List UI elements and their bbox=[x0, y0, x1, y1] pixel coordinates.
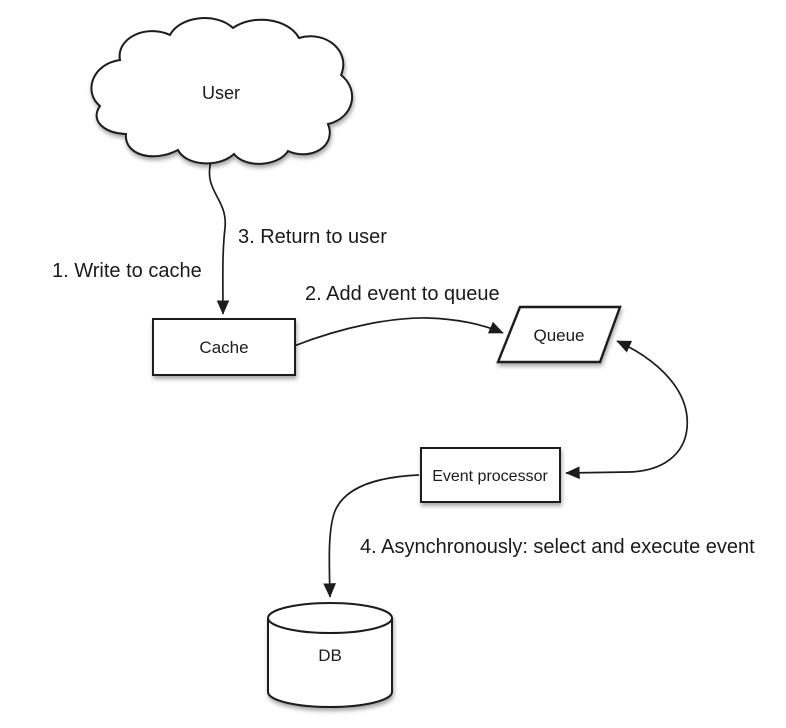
edge-queue-eventprocessor-bidirectional bbox=[565, 340, 689, 480]
queue-label: Queue bbox=[533, 326, 584, 345]
user-label: User bbox=[202, 83, 240, 103]
annotation-step4: 4. Asynchronously: select and execute ev… bbox=[360, 536, 755, 558]
node-queue: Queue bbox=[496, 305, 622, 364]
annotation-step1: 1. Write to cache bbox=[52, 260, 202, 282]
db-label: DB bbox=[318, 646, 342, 665]
cache-rect bbox=[152, 318, 296, 376]
cache-label: Cache bbox=[199, 338, 248, 357]
edge-eventprocessor-to-db bbox=[323, 474, 420, 598]
node-db: DB bbox=[267, 602, 393, 708]
annotation-step2: 2. Add event to queue bbox=[305, 283, 500, 305]
node-event-processor: Event processor bbox=[420, 447, 561, 503]
db-cylinder-top bbox=[267, 602, 393, 634]
db-cylinder-body bbox=[267, 618, 393, 708]
queue-parallelogram bbox=[496, 305, 622, 364]
cloud-shape bbox=[90, 17, 353, 165]
annotation-step3: 3. Return to user bbox=[238, 226, 387, 248]
edge-user-to-cache bbox=[208, 160, 230, 315]
event-processor-label: Event processor bbox=[432, 468, 548, 485]
node-cache: Cache bbox=[152, 318, 296, 376]
edge-cache-to-queue bbox=[293, 317, 504, 347]
node-user: User bbox=[90, 17, 353, 165]
event-processor-rect bbox=[420, 447, 561, 503]
